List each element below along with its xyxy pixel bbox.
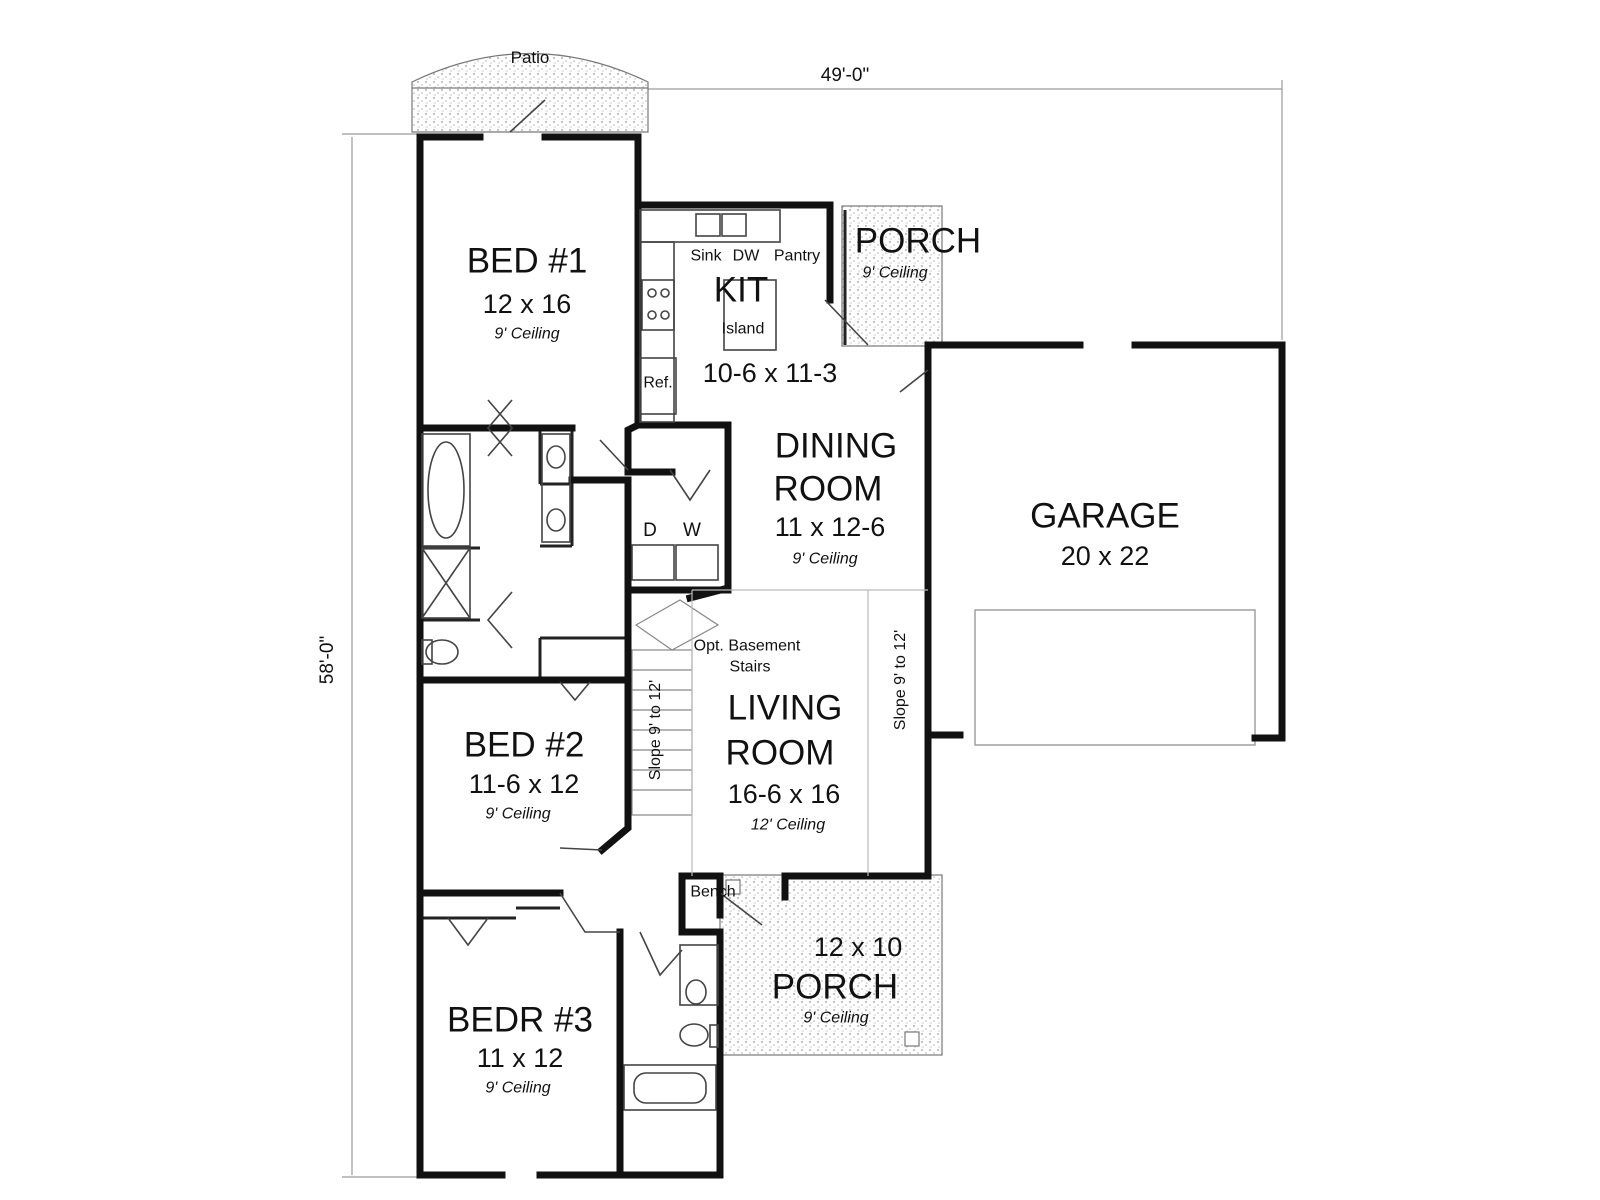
basement-stairs — [631, 599, 720, 816]
bed2-size: 11-6 x 12 — [468, 768, 580, 799]
bed3-ceiling: 9' Ceiling — [485, 1079, 551, 1097]
door-swings — [447, 99, 929, 977]
living-slope-left: Slope 9' to 12' — [647, 679, 664, 781]
bed3-size: 11 x 12 — [476, 1042, 564, 1073]
living-name-line2: ROOM — [725, 733, 835, 773]
exterior-walls — [416, 133, 1286, 1179]
garage-size: 20 x 22 — [1060, 540, 1150, 571]
stairs-label-line2: Stairs — [729, 658, 771, 676]
living-size: 16-6 x 16 — [727, 778, 841, 809]
stairs-label-line1: Opt. Basement — [693, 637, 801, 655]
laundry-washer-label: W — [683, 520, 701, 542]
laundry-dryer-label: D — [643, 520, 657, 542]
bed1-ceiling: 9' Ceiling — [494, 325, 560, 343]
dimension-lines — [342, 80, 1283, 1178]
rear-porch-slab — [841, 205, 943, 347]
bed3-name: BEDR #3 — [447, 1000, 593, 1040]
kitchen-cabinets — [639, 209, 781, 423]
bath-fixtures — [421, 433, 719, 1111]
living-ceiling: 12' Ceiling — [750, 816, 826, 834]
rear-porch-ceiling: 9' Ceiling — [862, 264, 928, 282]
overall-width-dimension: 49'-0" — [820, 65, 870, 87]
living-slope-right: Slope 9' to 12' — [892, 629, 909, 731]
overall-depth-dimension: 58'-0" — [317, 635, 338, 685]
bed1-size: 12 x 16 — [482, 288, 572, 319]
living-name-line1: LIVING — [727, 688, 843, 728]
ceiling-lines — [691, 589, 928, 876]
front-porch-name: PORCH — [771, 967, 899, 1007]
bed1-name: BED #1 — [466, 241, 588, 281]
garage-door — [974, 609, 1256, 746]
kitchen-size: 10-6 x 11-3 — [702, 357, 838, 388]
front-porch-ceiling: 9' Ceiling — [803, 1009, 869, 1027]
garage-name: GARAGE — [1030, 496, 1180, 536]
patio-label: Patio — [510, 48, 550, 68]
kitchen-pantry-label: Pantry — [773, 247, 821, 265]
laundry-appliances — [631, 544, 719, 581]
rear-porch-name: PORCH — [854, 221, 982, 261]
dining-name-line1: DINING — [774, 426, 898, 466]
kitchen-name: KIT — [713, 270, 769, 310]
kitchen-ref-label: Ref. — [643, 374, 673, 392]
patio-slab — [411, 52, 649, 133]
bed2-ceiling: 9' Ceiling — [485, 805, 551, 823]
outdoor-slabs — [411, 52, 943, 1056]
kitchen-sink-label: Sink — [690, 247, 722, 265]
front-porch-size: 12 x 10 — [813, 931, 903, 962]
front-porch-slab — [719, 874, 943, 1056]
kitchen-dw-label: DW — [732, 247, 760, 265]
kitchen-island-label: Island — [721, 320, 765, 338]
dining-size: 11 x 12-6 — [774, 511, 886, 542]
bench-label: Bench — [690, 883, 736, 901]
dining-ceiling: 9' Ceiling — [792, 550, 858, 568]
dining-name-line2: ROOM — [773, 469, 883, 509]
bed2-name: BED #2 — [463, 725, 585, 765]
